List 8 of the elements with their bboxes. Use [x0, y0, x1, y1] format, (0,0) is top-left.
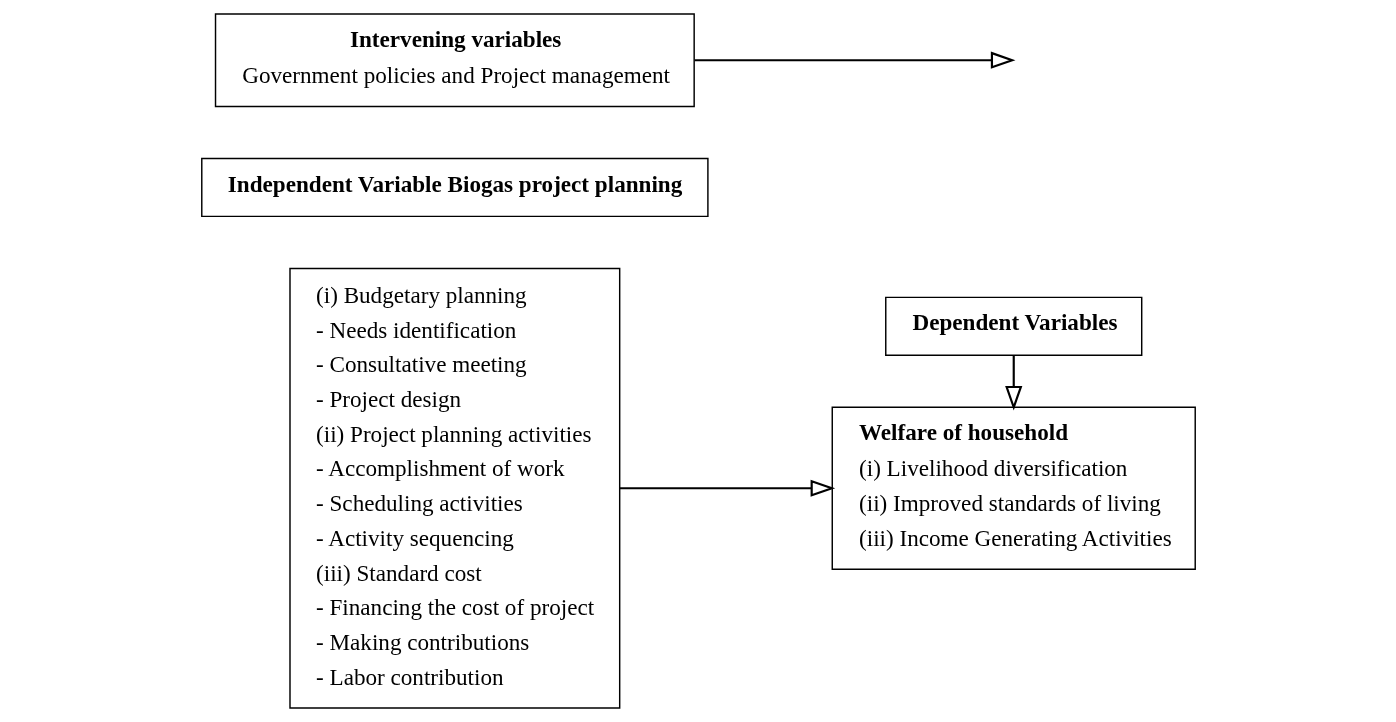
- arrow: [1004, 355, 1022, 411]
- node-box: Intervening variables Government policies and Project management: [214, 13, 695, 108]
- node-box: Dependent Variables: [884, 296, 1142, 356]
- node-box: Independent Variable Biogas project planning: [200, 157, 709, 218]
- arrow: [694, 51, 1015, 69]
- node-box: Welfare of household (i) Livelihood diversification (ii) Improved standards of living (iii) Income Generating Activities: [831, 406, 1196, 570]
- arrow: [619, 479, 835, 497]
- node-box: (i) Budgetary planning - Needs identification - Consultative meeting - Project design (ii) Project planning activities - Accomplishment of work - Scheduling activities - Activity sequencing (iii) Standard cost - Financing the cost of project - Making contributions - Labor contribution: [288, 267, 620, 709]
